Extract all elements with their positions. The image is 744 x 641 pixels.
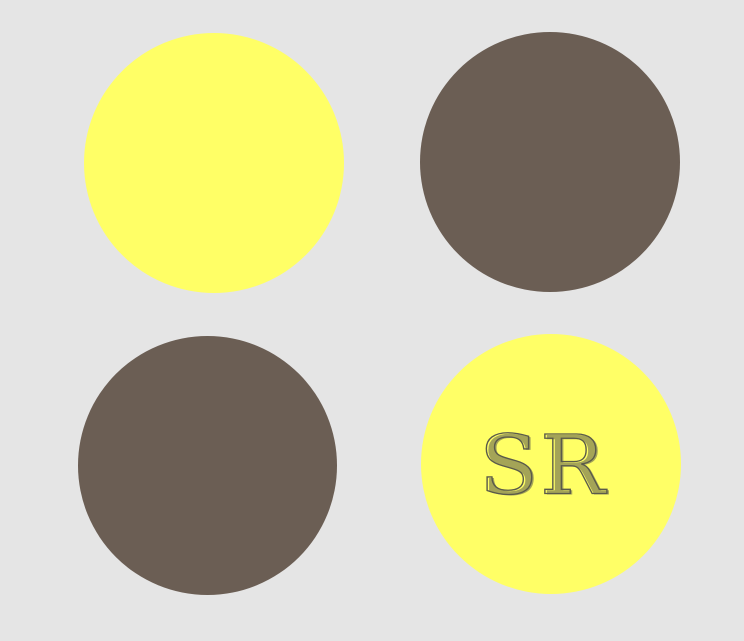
- brown-circle: [420, 32, 680, 292]
- yellow-circle: [84, 33, 344, 293]
- monogram-text: SR: [478, 418, 607, 514]
- brown-circle: [78, 336, 337, 595]
- yellow-circle-monogram: SR: [421, 334, 681, 594]
